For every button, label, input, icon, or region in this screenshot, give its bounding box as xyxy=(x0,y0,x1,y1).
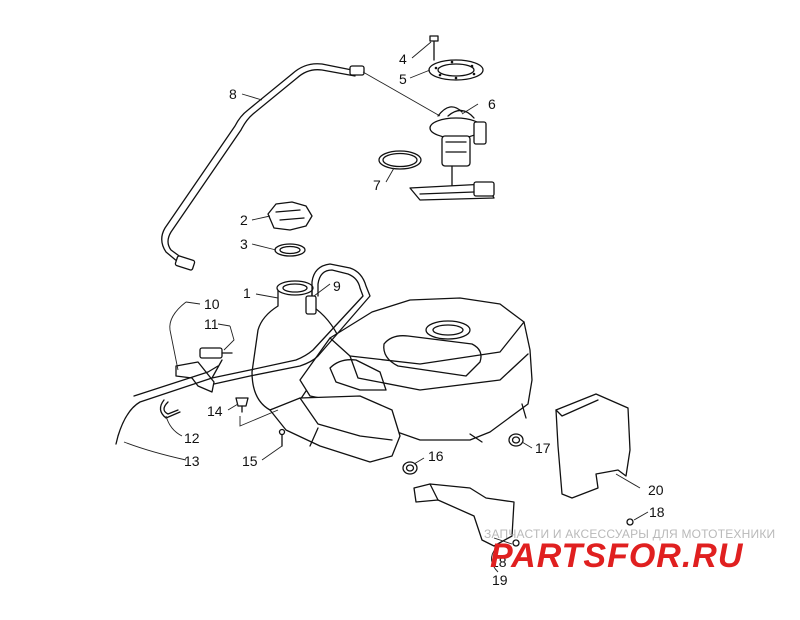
callout-10: 10 xyxy=(204,296,220,312)
callout-5: 5 xyxy=(399,71,407,87)
fuel-cap xyxy=(267,201,313,231)
callout-19: 19 xyxy=(492,572,508,588)
callout-11: 11 xyxy=(204,316,219,332)
overflow-hose xyxy=(211,263,371,385)
pump-screw xyxy=(429,35,439,61)
watermark-tagline: ЗАПЧАСТИ И АКСЕССУАРЫ ДЛЯ МОТОТЕХНИКИ xyxy=(484,527,775,541)
grommet-front xyxy=(402,461,418,475)
callout-17: 17 xyxy=(535,440,551,456)
watermark: ЗАПЧАСТИ И АКСЕССУАРЫ ДЛЯ МОТОТЕХНИКИ PA… xyxy=(484,527,775,575)
vent-hose xyxy=(161,63,365,271)
callout-12: 12 xyxy=(184,430,200,446)
fuel-tank xyxy=(251,280,533,463)
callout-18-rear: 18 xyxy=(649,504,665,520)
callout-16: 16 xyxy=(428,448,444,464)
callout-1: 1 xyxy=(243,285,251,301)
rear-heat-shield xyxy=(555,393,631,499)
leader-lines xyxy=(123,41,649,573)
callout-7: 7 xyxy=(373,177,381,193)
cap-gasket xyxy=(274,243,306,257)
callout-8: 8 xyxy=(229,86,237,102)
callout-18-front: 18 xyxy=(491,554,507,570)
push-rivet xyxy=(235,397,249,413)
fuel-pump-assembly xyxy=(409,106,495,201)
callout-labels: 1 2 3 4 5 6 7 8 9 10 11 12 13 14 15 16 1… xyxy=(184,51,665,588)
tank-screw xyxy=(278,428,286,447)
callout-14: 14 xyxy=(207,403,223,419)
fuel-line xyxy=(362,71,441,117)
callout-15: 15 xyxy=(242,453,258,469)
shield-fastener-rear xyxy=(626,518,634,526)
grommet-rear xyxy=(508,433,524,447)
shield-fastener-front xyxy=(512,539,520,547)
callout-6: 6 xyxy=(488,96,496,112)
hose-clamp xyxy=(159,399,181,419)
callout-4: 4 xyxy=(399,51,407,67)
callout-2: 2 xyxy=(240,212,248,228)
watermark-logo: PARTSFOR.RU xyxy=(490,537,744,575)
callout-9: 9 xyxy=(333,278,341,294)
drain-hose xyxy=(115,359,223,445)
pump-o-ring xyxy=(378,150,422,170)
callout-20: 20 xyxy=(648,482,664,498)
vent-valve-bracket xyxy=(175,347,233,393)
callout-13: 13 xyxy=(184,453,200,469)
pump-retaining-ring xyxy=(428,59,484,81)
callout-3: 3 xyxy=(240,236,248,252)
